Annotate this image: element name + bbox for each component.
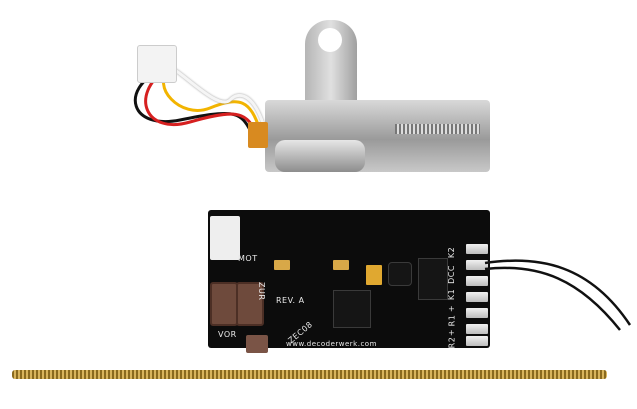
stepper-motor-can xyxy=(275,140,365,172)
slide-switch xyxy=(246,335,268,353)
driver-chip xyxy=(418,258,448,300)
capacitor-1 xyxy=(274,260,290,270)
dcc-wires xyxy=(484,259,632,331)
inductor xyxy=(388,262,412,286)
label-mot: MOT xyxy=(238,254,258,263)
tantalum-capacitor xyxy=(366,265,382,285)
label-revision: REV. A xyxy=(276,296,305,305)
solder-pad xyxy=(466,244,488,254)
pad-label: R1 xyxy=(447,314,457,327)
button-vor xyxy=(210,282,238,326)
solder-pad xyxy=(466,308,488,318)
label-url: www.decoderwerk.com xyxy=(286,340,377,348)
threaded-brass-rod xyxy=(12,370,607,379)
motor-wires xyxy=(133,68,267,131)
solder-pad xyxy=(466,292,488,302)
solder-pad xyxy=(466,260,488,270)
pad-label-column: K2 DCC K1 + R1 + R2 xyxy=(446,218,462,349)
label-zur: ZUR xyxy=(257,282,266,301)
decoder-pcb: MOT VOR ZUR REV. A ZEC08 www.decoderwerk… xyxy=(208,210,490,353)
pad-label: DCC xyxy=(446,265,456,284)
solder-pad xyxy=(466,336,488,346)
pcb-connector-housing xyxy=(210,216,240,260)
lead-screw xyxy=(395,124,480,134)
pad-label: K1 xyxy=(447,288,457,301)
capacitor-2 xyxy=(333,260,349,270)
pad-label: K2 xyxy=(447,246,457,259)
motor-connector xyxy=(137,45,177,83)
button-zur xyxy=(236,282,264,326)
motor-terminal xyxy=(248,122,268,148)
microcontroller-chip xyxy=(333,290,371,328)
pad-label: + xyxy=(447,304,457,313)
bracket-hole xyxy=(318,28,342,52)
solder-pad xyxy=(466,276,488,286)
pad-label: R2 xyxy=(447,336,457,349)
solder-pad xyxy=(466,324,488,334)
pad-label: + xyxy=(447,328,457,337)
label-vor: VOR xyxy=(218,330,237,339)
